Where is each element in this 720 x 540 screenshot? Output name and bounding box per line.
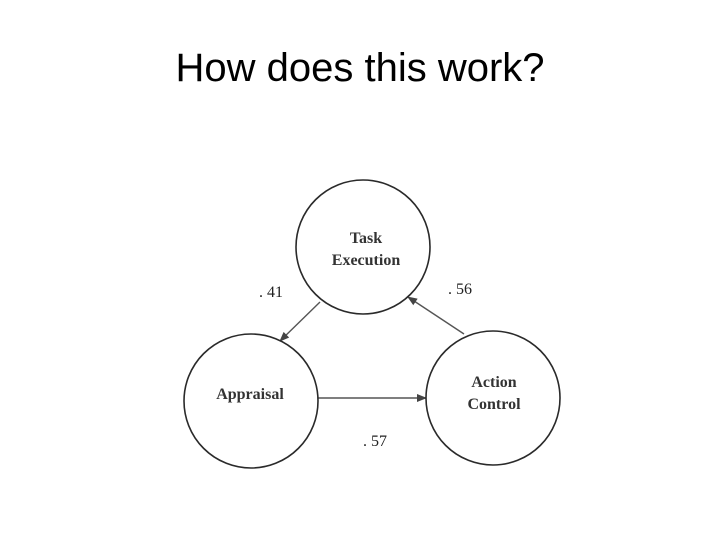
node-label-control: Control xyxy=(467,396,521,413)
node-task-execution xyxy=(295,179,431,315)
node-action-control xyxy=(425,330,561,466)
edge-label-task-to-appraisal: . 41 xyxy=(259,284,283,301)
node-label-task: Task xyxy=(350,230,382,247)
edge-action-to-task xyxy=(407,296,465,335)
edge-label-action-to-task: . 56 xyxy=(448,281,472,298)
slide-title: How does this work? xyxy=(175,46,545,90)
node-label-action: Action xyxy=(471,374,516,391)
node-appraisal xyxy=(183,333,319,469)
edge-label-appraisal-to-action: . 57 xyxy=(363,433,387,450)
node-label-execution: Execution xyxy=(332,252,401,269)
edge-task-to-appraisal xyxy=(279,301,321,342)
node-label-appraisal: Appraisal xyxy=(216,386,284,403)
